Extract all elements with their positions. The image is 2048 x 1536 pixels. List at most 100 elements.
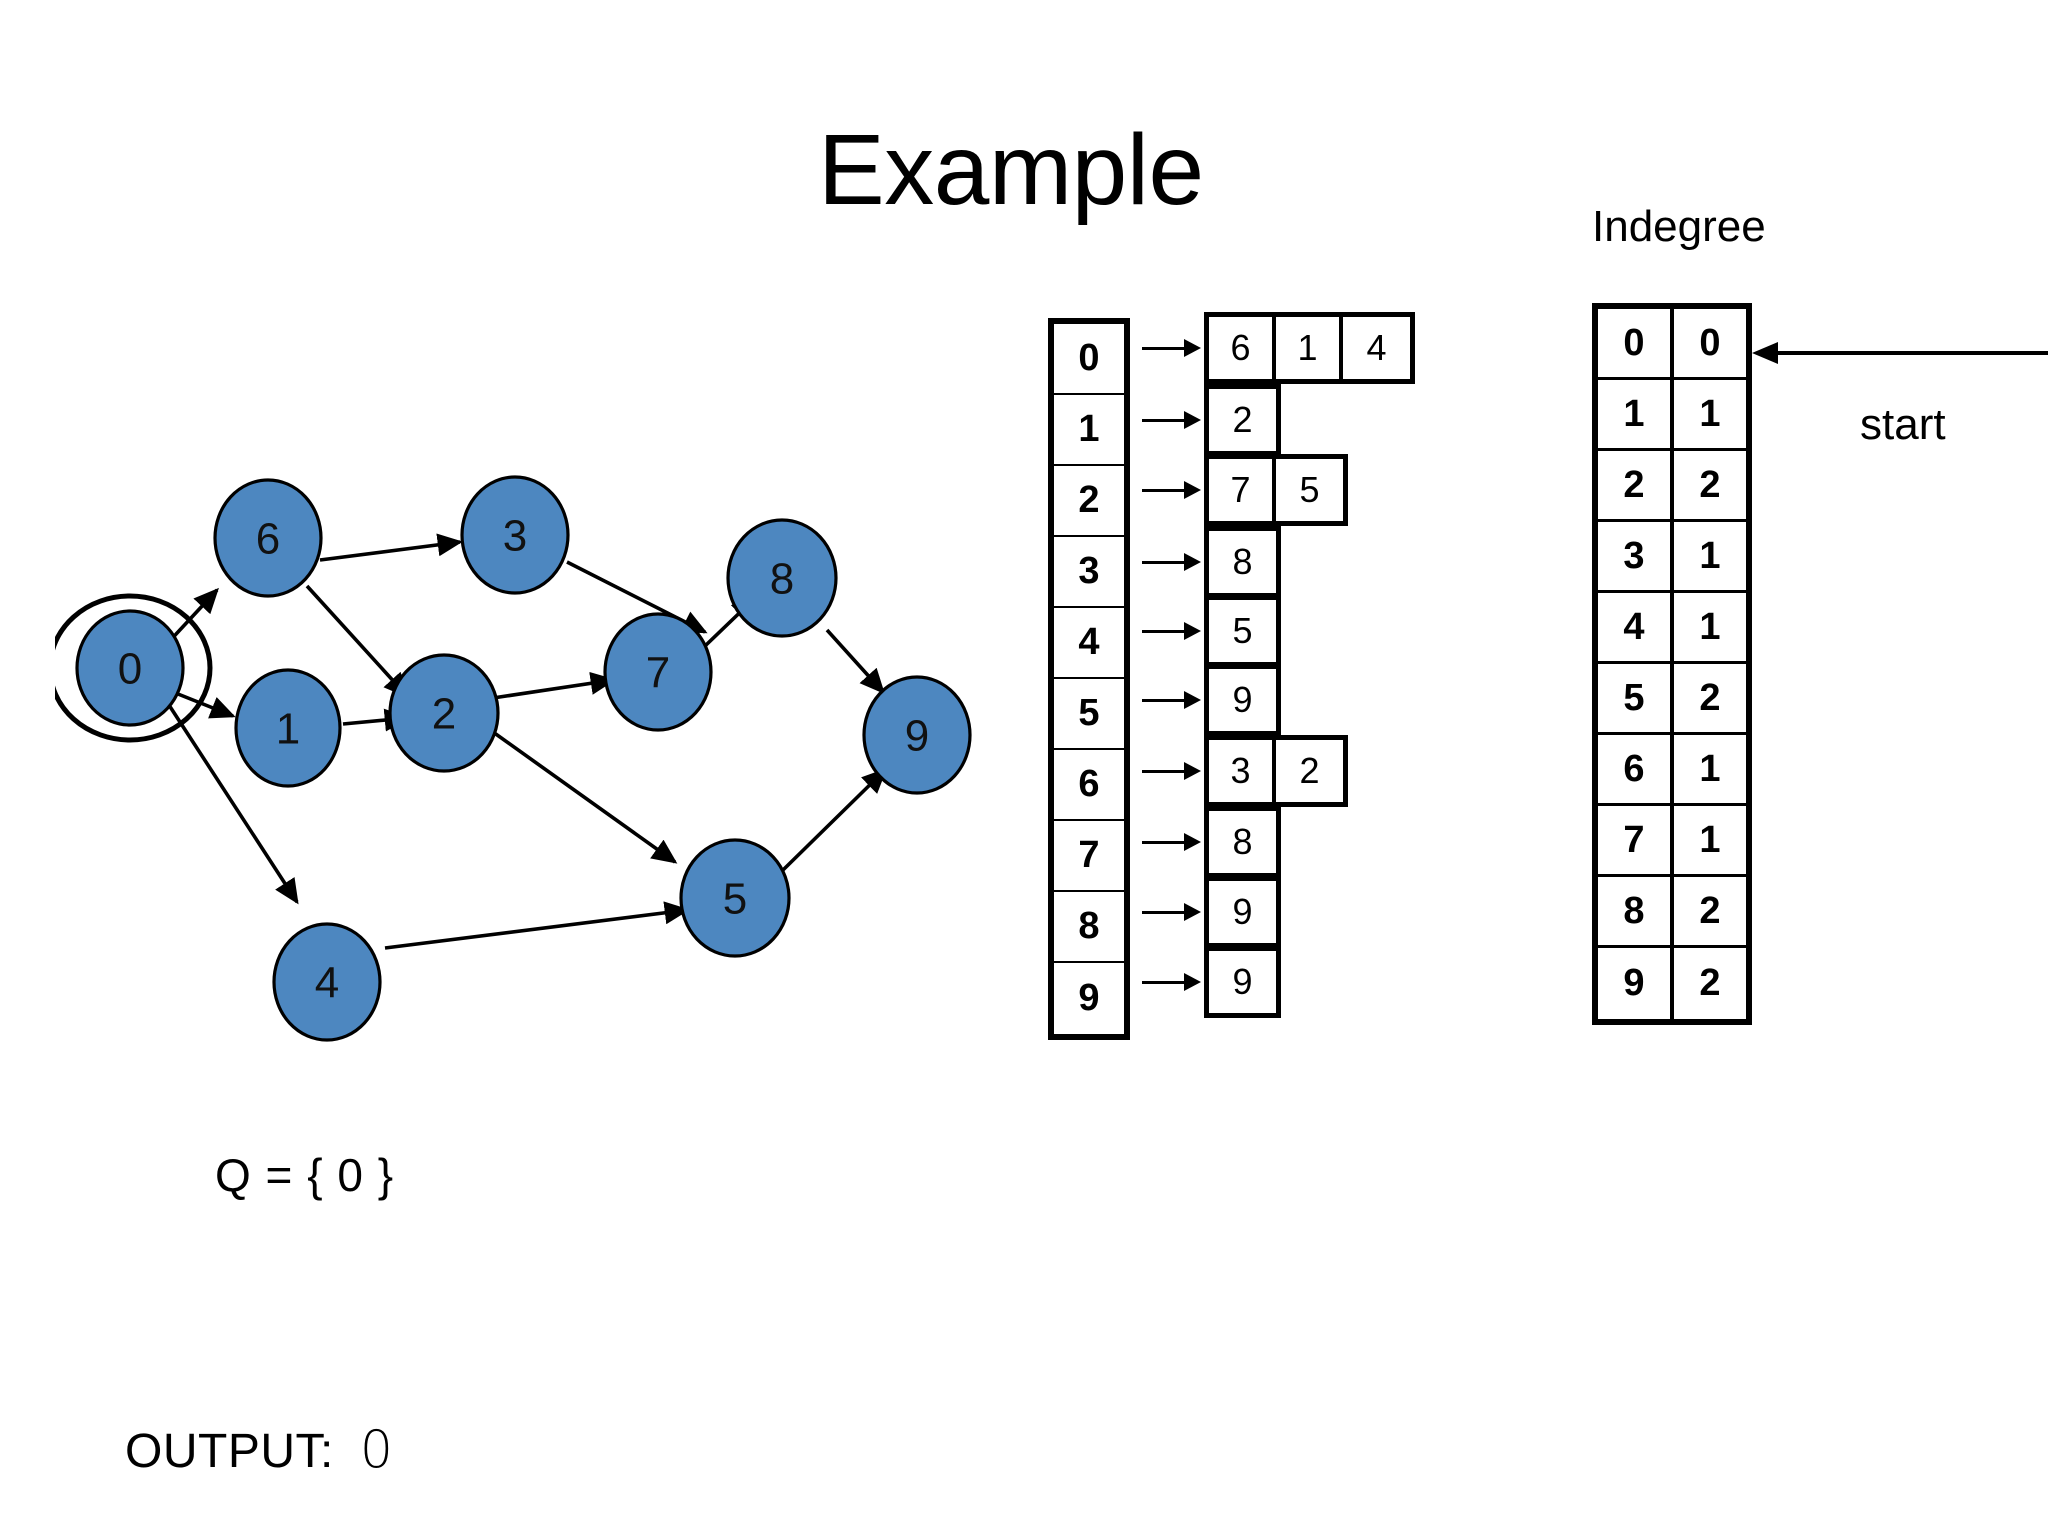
adjacency-row: 6 1 4: [1130, 311, 1415, 384]
adjacency-index-cell[interactable]: 8: [1054, 892, 1124, 963]
adjacency-row: 8: [1130, 805, 1281, 878]
edge-4-5: [384, 901, 690, 950]
indegree-value: 1: [1699, 605, 1721, 648]
graph-node-5[interactable]: 5: [679, 838, 791, 958]
graph-node-0[interactable]: 0: [75, 609, 185, 727]
graph-node-1-label: 1: [276, 705, 300, 754]
graph-node-9-label: 9: [905, 712, 929, 761]
graph-node-6[interactable]: 6: [213, 478, 323, 598]
indegree-value: 1: [1699, 818, 1721, 861]
graph-node-3-label: 3: [503, 512, 527, 561]
start-label: start: [1860, 400, 1946, 449]
adjacency-arrow-icon: [1142, 410, 1204, 430]
graph-node-0-label: 0: [118, 645, 142, 694]
adjacency-cell[interactable]: 5: [1209, 599, 1276, 662]
indegree-key: 0: [1598, 309, 1674, 377]
indegree-key: 8: [1598, 877, 1674, 945]
adjacency-cell[interactable]: 6: [1209, 316, 1276, 379]
indegree-row[interactable]: 2 2: [1598, 451, 1746, 522]
adjacency-cell[interactable]: 2: [1209, 388, 1276, 451]
adjacency-cell[interactable]: 4: [1343, 316, 1410, 379]
adjacency-index-cell[interactable]: 2: [1054, 466, 1124, 537]
indegree-row[interactable]: 0 0: [1598, 309, 1746, 380]
indegree-row[interactable]: 7 1: [1598, 806, 1746, 877]
edge-6-3: [319, 533, 463, 562]
graph-node-1[interactable]: 1: [234, 668, 342, 788]
adjacency-arrow-icon: [1142, 338, 1204, 358]
edge-8-9: [825, 628, 885, 695]
graph-node-3[interactable]: 3: [460, 475, 570, 595]
indegree-row[interactable]: 4 1: [1598, 593, 1746, 664]
adjacency-arrow-icon: [1142, 552, 1204, 572]
indegree-value: 1: [1699, 392, 1721, 435]
output-row: OUTPUT: 0: [125, 1420, 393, 1480]
indegree-key: 5: [1598, 664, 1674, 732]
graph-node-8[interactable]: 8: [726, 518, 838, 638]
adjacency-arrow-icon: [1142, 480, 1204, 500]
adjacency-index-cell[interactable]: 7: [1054, 821, 1124, 892]
indegree-value: 2: [1699, 463, 1721, 506]
adjacency-cells: 9: [1204, 875, 1281, 948]
graph-node-5-label: 5: [723, 875, 747, 924]
adjacency-cells: 7 5: [1204, 453, 1348, 526]
page-title: Example: [818, 114, 1204, 226]
output-value: 0: [359, 1420, 393, 1480]
graph-node-4-label: 4: [315, 959, 339, 1008]
adjacency-cell[interactable]: 9: [1209, 880, 1276, 943]
start-pointer-arrow-icon: [1752, 340, 2048, 366]
adjacency-cell[interactable]: 7: [1209, 458, 1276, 521]
adjacency-cell[interactable]: 8: [1209, 810, 1276, 873]
graph-node-7[interactable]: 7: [603, 612, 713, 732]
adjacency-index-cell[interactable]: 1: [1054, 395, 1124, 466]
edge-0-1: [172, 690, 236, 719]
graph-node-2[interactable]: 2: [388, 653, 500, 773]
indegree-table: 0 0 1 1 2 2 3 1 4 1 5 2 6 1 7 1: [1592, 303, 1752, 1025]
adjacency-cell[interactable]: 8: [1209, 530, 1276, 593]
adjacency-arrow-icon: [1142, 832, 1204, 852]
adjacency-index-cell[interactable]: 3: [1054, 537, 1124, 608]
indegree-row[interactable]: 3 1: [1598, 522, 1746, 593]
graph-diagram: 0 1 2 3 4 5 6: [55, 470, 1045, 1110]
adjacency-cell[interactable]: 3: [1209, 739, 1276, 802]
adjacency-arrow-icon: [1142, 761, 1204, 781]
graph-node-4[interactable]: 4: [272, 922, 382, 1042]
adjacency-cells: 8: [1204, 525, 1281, 598]
adjacency-row: 9: [1130, 945, 1281, 1018]
indegree-row[interactable]: 6 1: [1598, 735, 1746, 806]
indegree-row[interactable]: 5 2: [1598, 664, 1746, 735]
indegree-value: 1: [1699, 747, 1721, 790]
adjacency-cell[interactable]: 2: [1276, 739, 1343, 802]
adjacency-cells: 3 2: [1204, 734, 1348, 807]
adjacency-index-cell[interactable]: 4: [1054, 608, 1124, 679]
adjacency-row: 2: [1130, 383, 1281, 456]
output-label: OUTPUT:: [125, 1425, 334, 1478]
graph-node-9[interactable]: 9: [862, 675, 972, 795]
indegree-key: 9: [1598, 948, 1674, 1019]
queue-state-text: Q = { 0 }: [215, 1149, 395, 1201]
adjacency-index-cell[interactable]: 0: [1054, 324, 1124, 395]
graph-node-7-label: 7: [646, 649, 670, 698]
adjacency-cell[interactable]: 1: [1276, 316, 1343, 379]
adjacency-cell[interactable]: 9: [1209, 668, 1276, 731]
adjacency-index-cell[interactable]: 9: [1054, 963, 1124, 1034]
adjacency-cell[interactable]: 9: [1209, 950, 1276, 1013]
adjacency-row: 9: [1130, 875, 1281, 948]
adjacency-index-cell[interactable]: 6: [1054, 750, 1124, 821]
indegree-key: 3: [1598, 522, 1674, 590]
indegree-key: 4: [1598, 593, 1674, 661]
indegree-row[interactable]: 8 2: [1598, 877, 1746, 948]
start-node-highlight-ring: [55, 593, 213, 743]
edge-2-5: [491, 730, 678, 864]
graph-node-8-label: 8: [770, 555, 794, 604]
adjacency-arrow-icon: [1142, 972, 1204, 992]
adjacency-cells: 6 1 4: [1204, 311, 1415, 384]
graph-node-6-label: 6: [256, 515, 280, 564]
adjacency-row: 3 2: [1130, 734, 1348, 807]
adjacency-cell[interactable]: 5: [1276, 458, 1343, 521]
edge-0-4: [165, 701, 299, 905]
indegree-row[interactable]: 9 2: [1598, 948, 1746, 1019]
indegree-row[interactable]: 1 1: [1598, 380, 1746, 451]
adjacency-index-cell[interactable]: 5: [1054, 679, 1124, 750]
adjacency-row: 5: [1130, 594, 1281, 667]
indegree-value: 0: [1699, 321, 1721, 364]
